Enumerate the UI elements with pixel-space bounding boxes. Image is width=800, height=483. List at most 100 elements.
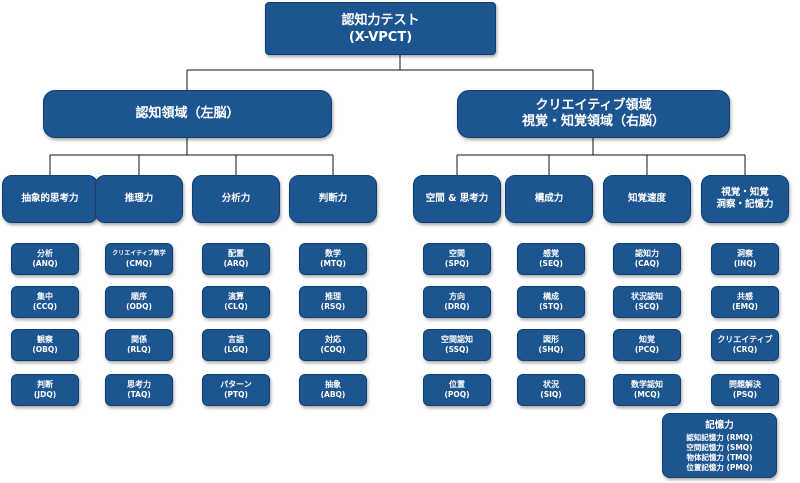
category-label: 知覚速度 xyxy=(627,193,666,204)
item-code: (RLQ) xyxy=(127,345,151,354)
item-name: 集中 xyxy=(37,292,53,301)
item-code: (LGQ) xyxy=(223,345,249,354)
item-name: 分析 xyxy=(37,249,53,258)
memory-row: 位置記憶力 (PMQ) xyxy=(686,462,753,472)
category-label: 判断力 xyxy=(318,193,348,204)
item-name: パターン xyxy=(220,380,252,389)
item-node: 判断 (JDQ) xyxy=(11,374,79,406)
item-name: 言語 xyxy=(228,335,244,344)
memory-title: 記憶力 xyxy=(705,419,734,431)
item-code: (ABQ) xyxy=(320,390,346,399)
item-name: 数学認知 xyxy=(631,380,663,389)
item-name: 共感 xyxy=(737,292,753,301)
item-node: クリエイティブ数学 (CMQ) xyxy=(105,243,173,275)
item-node: 関係 (RLQ) xyxy=(105,329,173,361)
category-label-line2: 洞察・記憶力 xyxy=(716,199,774,210)
item-node: 数学 (MTQ) xyxy=(299,243,367,275)
item-node: 感覚 (SEQ) xyxy=(517,243,585,275)
item-name: 感覚 xyxy=(543,249,559,258)
item-name: 状況認知 xyxy=(631,292,663,301)
item-code: (SCQ) xyxy=(634,302,660,311)
item-name: 配置 xyxy=(228,249,244,258)
item-node: 対応 (COQ) xyxy=(299,329,367,361)
item-code: (PSQ) xyxy=(732,390,758,399)
category-label: 構成力 xyxy=(534,193,564,204)
item-code: (CRQ) xyxy=(732,345,758,354)
item-node: 抽象 (ABQ) xyxy=(299,374,367,406)
item-code: (OBQ) xyxy=(32,345,58,354)
item-node: 方向 (DRQ) xyxy=(423,286,491,318)
item-node: 推理 (RSQ) xyxy=(299,286,367,318)
item-node: 演算 (CLQ) xyxy=(202,286,270,318)
item-name: 認知力 xyxy=(635,249,659,258)
category-node: 構成力 xyxy=(505,175,593,223)
category-node: 空間 & 思考力 xyxy=(413,175,501,223)
item-node: 知覚 (PCQ) xyxy=(613,329,681,361)
item-node: パターン (PTQ) xyxy=(202,374,270,406)
left-domain-title: 認知領域（左脳） xyxy=(135,106,240,121)
item-code: (ANQ) xyxy=(32,259,58,268)
root-subtitle: (X-VPCT) xyxy=(348,29,413,45)
item-node: 順序 (ODQ) xyxy=(105,286,173,318)
item-node: 図形 (SHQ) xyxy=(517,329,585,361)
item-code: (PTQ) xyxy=(224,390,248,399)
item-name: 洞察 xyxy=(737,249,753,258)
category-label: 空間 & 思考力 xyxy=(425,193,489,204)
item-name: 抽象 xyxy=(325,380,341,389)
item-code: (SPQ) xyxy=(444,259,470,268)
item-name: 構成 xyxy=(543,292,559,301)
item-code: (CAQ) xyxy=(634,259,660,268)
item-node: 空間 (SPQ) xyxy=(423,243,491,275)
item-code: (EMQ) xyxy=(732,302,758,311)
item-code: (CMQ) xyxy=(125,259,153,268)
item-node: 集中 (CCQ) xyxy=(11,286,79,318)
item-node: 構成 (STQ) xyxy=(517,286,585,318)
right-domain-node: クリエイティブ領域 視覚・知覚領域（右脳） xyxy=(457,90,730,138)
item-code: (SHQ) xyxy=(538,345,564,354)
item-code: (PCQ) xyxy=(634,345,660,354)
memory-row: 認知記憶力 (RMQ) xyxy=(686,432,753,442)
category-node: 抽象的思考力 xyxy=(2,175,98,223)
item-node: 認知力 (CAQ) xyxy=(613,243,681,275)
item-name: 空間 xyxy=(449,249,465,258)
item-node: クリエイティブ (CRQ) xyxy=(711,329,779,361)
item-code: (DRQ) xyxy=(444,302,470,311)
item-node: 洞察 (INQ) xyxy=(711,243,779,275)
memory-row: 物体記憶力 (TMQ) xyxy=(686,452,753,462)
item-node: 言語 (LGQ) xyxy=(202,329,270,361)
memory-node: 記憶力 認知記憶力 (RMQ) 空間記憶力 (SMQ) 物体記憶力 (TMQ) … xyxy=(662,413,777,478)
item-code: (ARQ) xyxy=(223,259,249,268)
root-title: 認知力テスト xyxy=(341,12,420,28)
item-code: (CLQ) xyxy=(224,302,248,311)
item-node: 空間認知 (SSQ) xyxy=(423,329,491,361)
item-name: 関係 xyxy=(131,335,147,344)
item-node: 位置 (POQ) xyxy=(423,374,491,406)
item-name: 位置 xyxy=(449,380,465,389)
memory-row: 空間記憶力 (SMQ) xyxy=(686,442,753,452)
item-code: (INQ) xyxy=(733,259,757,268)
item-name: 空間認知 xyxy=(441,335,473,344)
item-node: 問題解決 (PSQ) xyxy=(711,374,779,406)
item-name: 図形 xyxy=(543,335,559,344)
item-code: (MCQ) xyxy=(633,390,661,399)
category-node: 推理力 xyxy=(95,175,183,223)
item-code: (MTQ) xyxy=(320,259,346,268)
right-domain-subtitle: 視覚・知覚領域（右脳） xyxy=(521,114,665,129)
item-name: 順序 xyxy=(131,292,147,301)
item-code: (SSQ) xyxy=(445,345,469,354)
item-name: 知覚 xyxy=(639,335,655,344)
item-name: 対応 xyxy=(325,335,341,344)
item-name: 観察 xyxy=(37,335,53,344)
item-name: 演算 xyxy=(228,292,244,301)
category-label: 分析力 xyxy=(221,193,251,204)
item-node: 分析 (ANQ) xyxy=(11,243,79,275)
item-node: 配置 (ARQ) xyxy=(202,243,270,275)
item-name: 思考力 xyxy=(127,380,151,389)
item-code: (ODQ) xyxy=(126,302,152,311)
item-node: 状況認知 (SCQ) xyxy=(613,286,681,318)
item-name: 問題解決 xyxy=(729,380,761,389)
item-name: 状況 xyxy=(543,380,559,389)
category-label: 推理力 xyxy=(124,193,154,204)
item-code: (JDQ) xyxy=(33,390,57,399)
